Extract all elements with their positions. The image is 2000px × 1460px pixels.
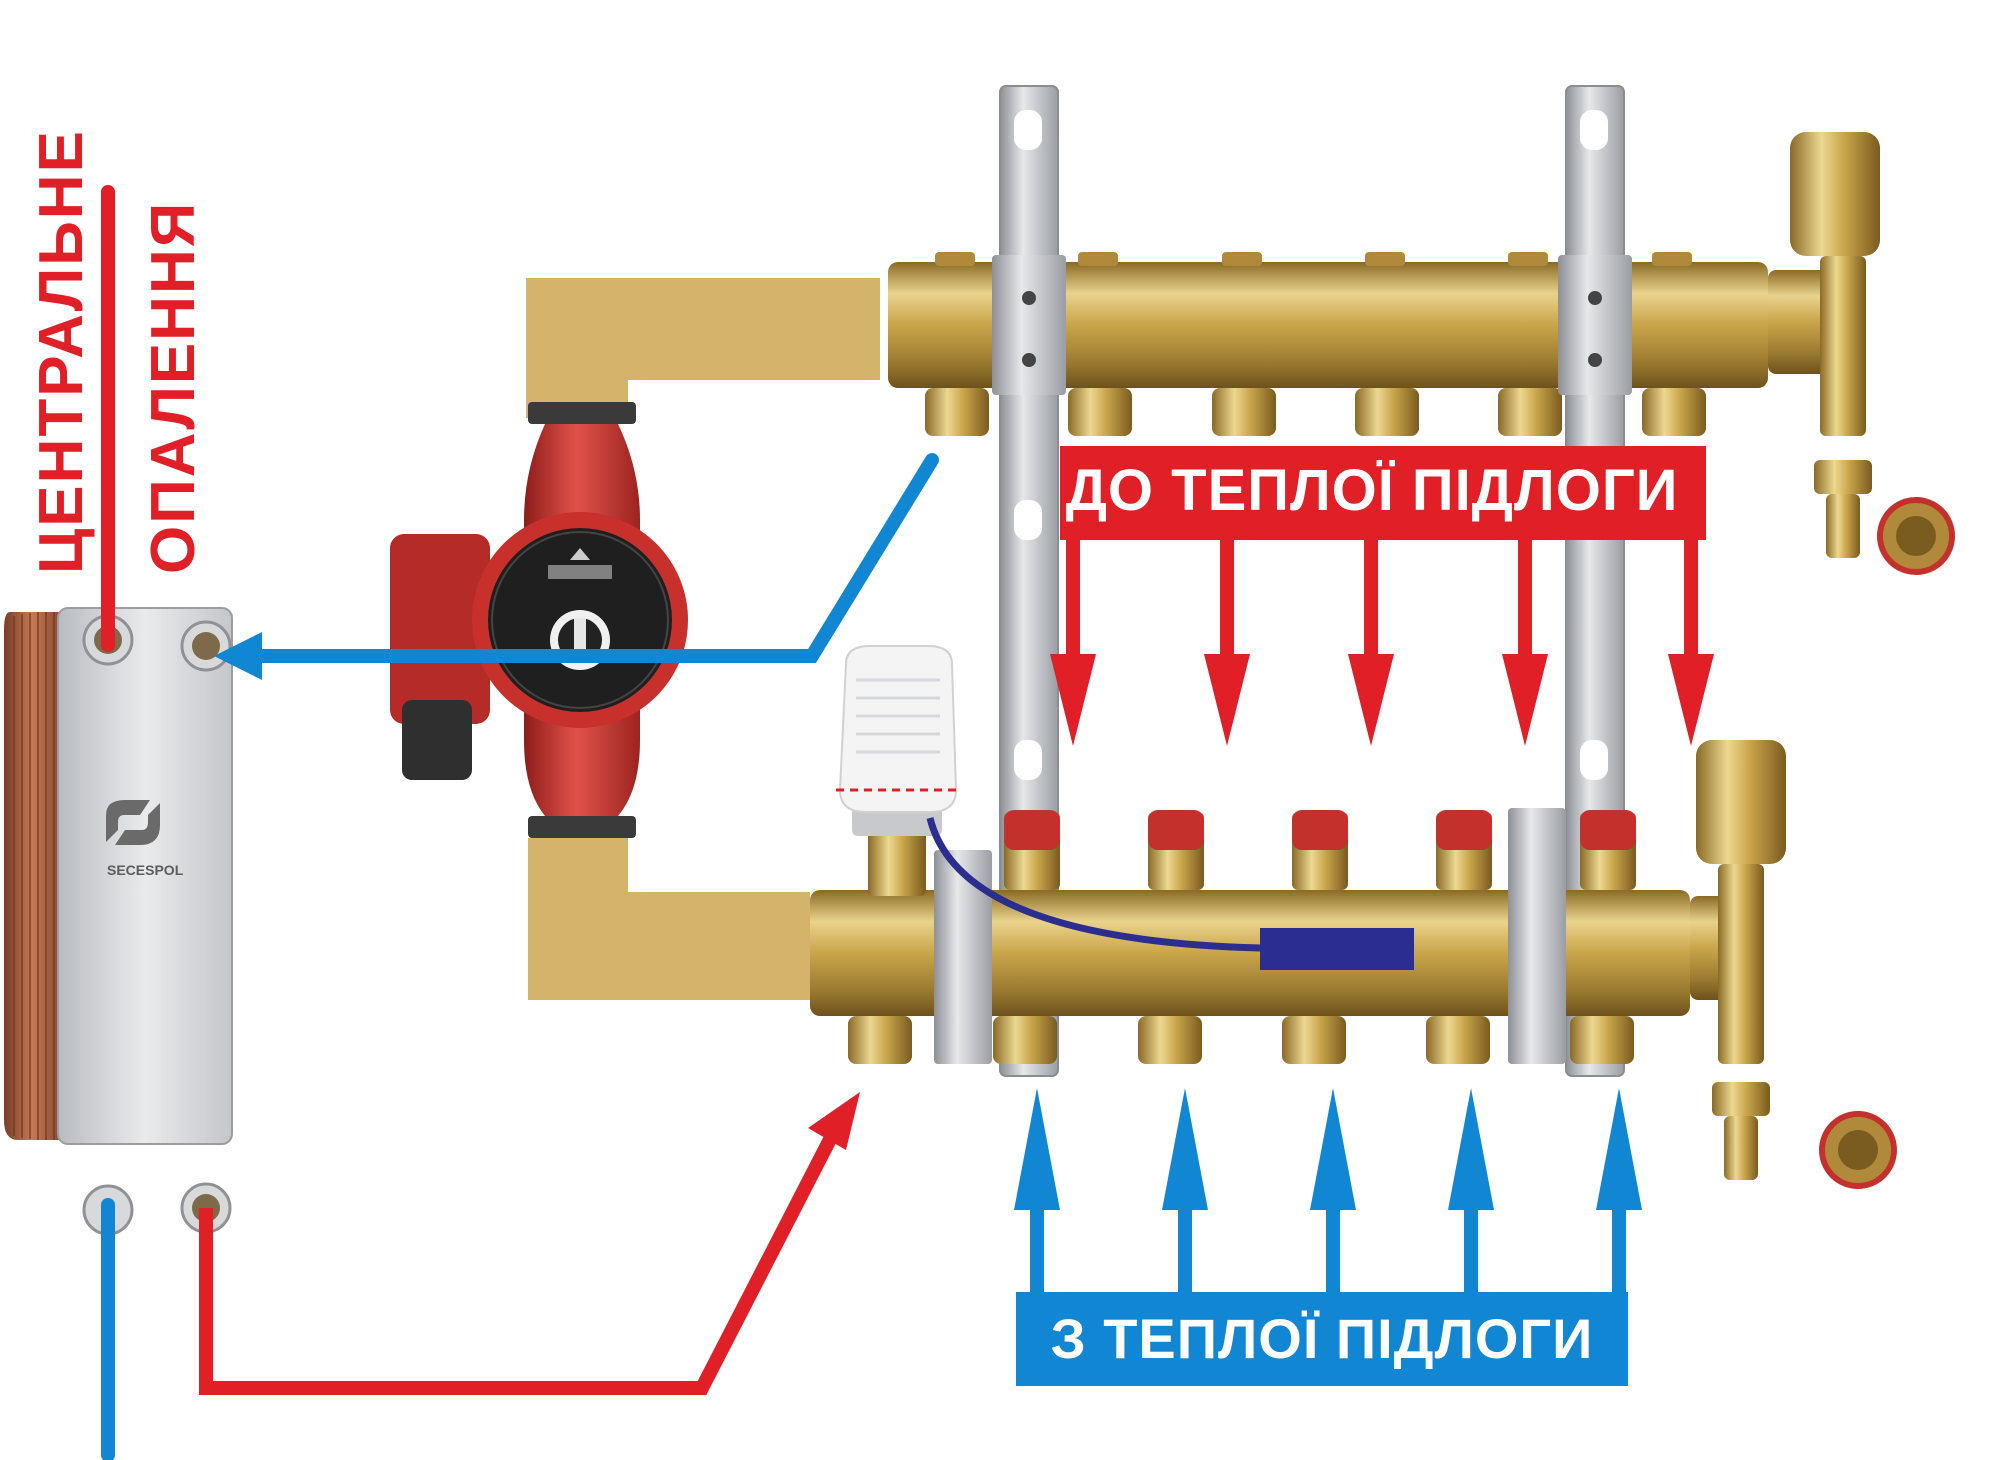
from-floor-heating-label: З ТЕПЛОЇ ПІДЛОГИ <box>1016 1292 1628 1384</box>
supply-to-manifold-line <box>206 1092 860 1388</box>
circulation-pump-icon <box>390 402 688 838</box>
air-vent-icon <box>1690 740 1894 1186</box>
to-floor-heating-label: ДО ТЕПЛОЇ ПІДЛОГИ <box>1040 443 1704 538</box>
central-heating-label-line2: ОПАЛЕННЯ <box>138 201 209 574</box>
air-vent-icon <box>1768 132 1952 572</box>
plate-heat-exchanger-icon: SECESPOL <box>4 608 232 1234</box>
heat-exchanger-brand-label: SECESPOL <box>107 862 184 878</box>
central-heating-label-line1: ЦЕНТРАЛЬНЕ <box>26 129 97 574</box>
